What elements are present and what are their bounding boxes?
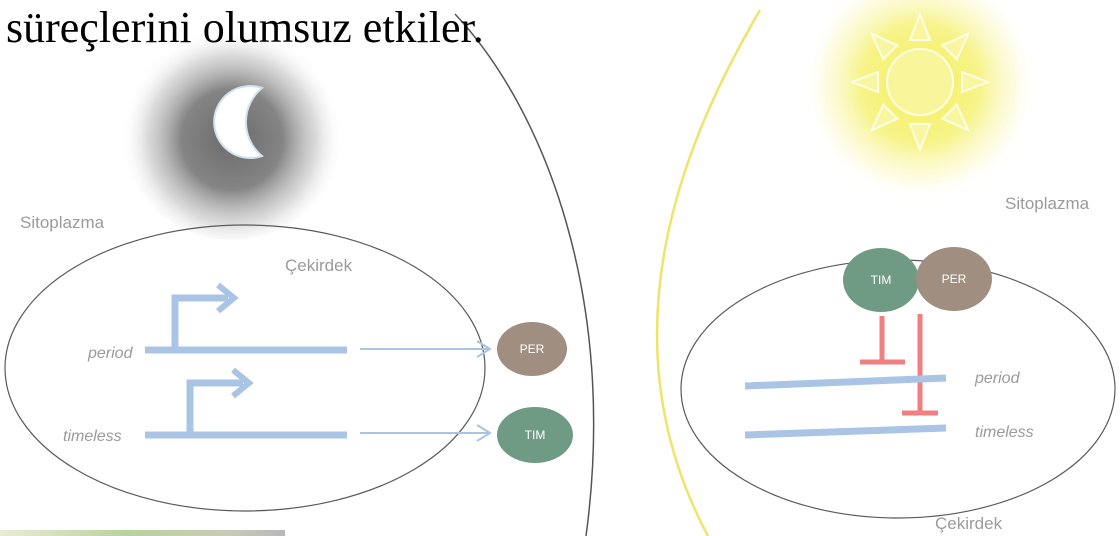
- night-period-label: period: [87, 345, 134, 362]
- moon-icon: [213, 85, 265, 159]
- night-period-promoter-arrow: [171, 294, 228, 350]
- day-inhibition-timeless: [902, 314, 938, 416]
- night-period-expression-arrowhead: [476, 340, 492, 358]
- sun-ray: [908, 123, 932, 153]
- day-timeless-dna: [744, 424, 947, 439]
- day-per-protein: PER: [916, 247, 992, 311]
- day-tim-protein: TIM: [843, 248, 919, 312]
- night-timeless-expression-arrowhead: [476, 424, 492, 442]
- night-tim-protein: TIM: [497, 407, 573, 463]
- night-tim-protein-label: TIM: [525, 428, 546, 442]
- sun-disc: [886, 48, 954, 116]
- night-period-gene: period: [87, 282, 492, 362]
- day-tim-protein-body: [843, 248, 919, 312]
- night-tim-protein-body: [497, 407, 573, 463]
- night-per-protein-body: [497, 322, 567, 376]
- night-panel: Sitoplazma Çekirdek period timeless: [4, 16, 573, 512]
- sun-ray: [849, 70, 879, 94]
- night-period-promoter-arrowhead: [216, 282, 239, 314]
- sun-ray: [961, 70, 991, 94]
- day-cytoplasm-label: Sitoplazma: [1005, 194, 1090, 213]
- night-per-protein: PER: [497, 322, 567, 376]
- sun-ray: [908, 11, 932, 41]
- day-period-label: period: [974, 370, 1021, 387]
- night-per-protein-label: PER: [520, 342, 545, 356]
- night-timeless-promoter-arrow: [186, 379, 243, 435]
- night-timeless-gene: timeless: [63, 367, 492, 445]
- day-tim-protein-label: TIM: [871, 273, 892, 287]
- day-panel: Sitoplazma TIM PER period: [680, 0, 1116, 533]
- sun-ray: [940, 31, 971, 62]
- night-timeless-promoter-arrowhead: [231, 367, 254, 399]
- day-divider-curve: [655, 9, 762, 536]
- night-nucleus-label: Çekirdek: [285, 256, 353, 275]
- bottom-image-strip: [0, 530, 285, 536]
- day-nucleus-label: Çekirdek: [935, 514, 1003, 533]
- day-timeless-label: timeless: [975, 424, 1034, 441]
- sun-icon: [849, 11, 991, 153]
- sun-ray: [869, 102, 900, 133]
- night-cytoplasm-label: Sitoplazma: [20, 213, 105, 232]
- night-nucleus-membrane: [4, 224, 486, 512]
- sun-ray: [940, 102, 971, 133]
- day-per-protein-body: [916, 247, 992, 311]
- sun-ray: [869, 31, 900, 62]
- document-text-line: süreçlerini olumsuz etkiler.: [6, 3, 484, 52]
- night-timeless-label: timeless: [63, 428, 122, 445]
- day-period-dna: [744, 374, 947, 390]
- day-inhibition-period: [860, 316, 905, 365]
- day-per-protein-label: PER: [942, 272, 967, 286]
- night-divider-curve: [454, 13, 595, 536]
